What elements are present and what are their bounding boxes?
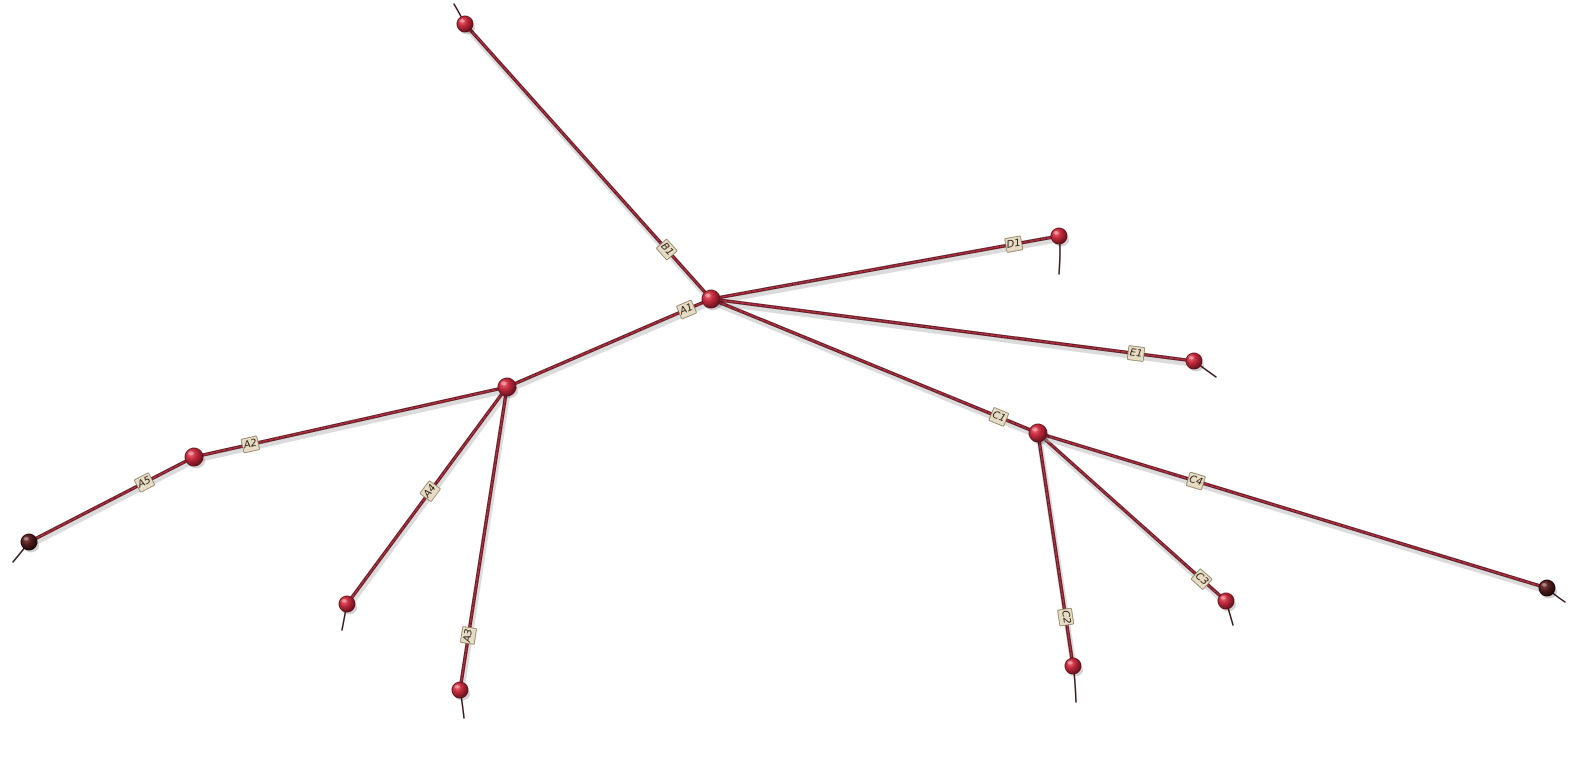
bead-a3-end <box>451 681 470 701</box>
edge-tag-label: A1 <box>677 302 694 318</box>
edge-tag-c4: C4 <box>1185 471 1206 491</box>
edge-tag-e1: E1 <box>1126 345 1146 362</box>
edge-tag-c1: C1 <box>988 407 1009 427</box>
edge-a1 <box>505 297 715 393</box>
edge-tag-a4: A4 <box>419 480 441 502</box>
edge-tag-label: A2 <box>242 438 258 452</box>
edge-c1 <box>709 297 1042 439</box>
edge-c4 <box>1036 431 1551 594</box>
bead-c4-end <box>1538 579 1557 599</box>
edge-e1 <box>709 297 1198 367</box>
edge-tag-label: C2 <box>1059 610 1072 625</box>
edge-tag-label: C1 <box>990 409 1007 424</box>
edge-tag-a5: A5 <box>134 472 155 493</box>
bead-c3-end <box>1217 592 1236 612</box>
edges-layer <box>27 22 1551 696</box>
bead-a2-node <box>184 447 205 469</box>
bead-d1-end <box>1050 227 1069 247</box>
edge-b1 <box>463 22 715 305</box>
edge-tag-c2: C2 <box>1057 607 1075 627</box>
edge-tag-a2: A2 <box>240 435 260 454</box>
edge-a5 <box>27 455 198 548</box>
edge-a3 <box>458 385 511 696</box>
edge-tag-d1: D1 <box>1004 235 1024 253</box>
tails-layer <box>12 3 1566 719</box>
edge-tag-label: A3 <box>462 628 475 644</box>
bead-e1-end <box>1185 352 1204 372</box>
edge-tag-b1: B1 <box>656 238 678 261</box>
bead-a4-end <box>338 595 357 615</box>
edge-d1 <box>709 234 1063 305</box>
bead-c2-end <box>1064 657 1083 677</box>
edge-c2 <box>1036 431 1077 672</box>
edge-tag-a3: A3 <box>460 626 477 645</box>
edge-tag-a1: A1 <box>676 299 697 320</box>
bead-a5-end <box>20 533 39 553</box>
bead-b1-end <box>456 15 475 35</box>
edge-tag-label: D1 <box>1006 238 1022 251</box>
bead-a1-node <box>497 377 518 399</box>
edge-tag-label: E1 <box>1129 347 1143 360</box>
bead-c1-node <box>1028 423 1049 445</box>
edge-tag-c3: C3 <box>1190 568 1213 590</box>
edge-tag-label: C4 <box>1188 474 1204 488</box>
nodes-layer <box>20 15 1557 701</box>
bead-root <box>701 289 722 311</box>
